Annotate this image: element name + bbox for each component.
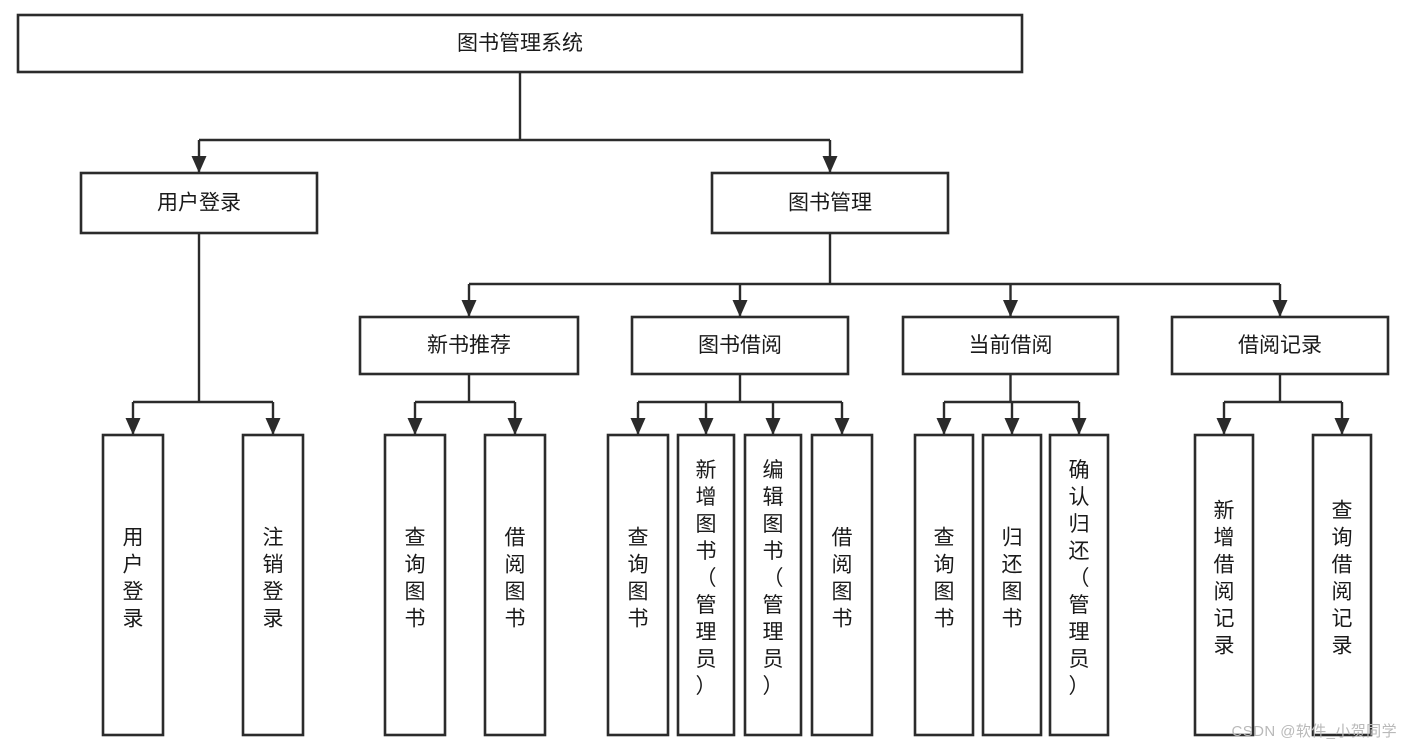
node-new-book-recommend[interactable]: 新书推荐 xyxy=(358,315,580,376)
node-leaf-user-login[interactable]: 用户登录 xyxy=(101,433,165,737)
node-leaf-add-book-admin[interactable]: 新增图书（管理员） xyxy=(676,433,736,737)
node-leaf-edit-book-admin[interactable]: 编辑图书（管理员） xyxy=(743,433,803,737)
node-label: 当前借阅 xyxy=(969,334,1053,357)
arrow-head-icon xyxy=(1272,300,1288,317)
node-leaf-borrow-book[interactable]: 借阅图书 xyxy=(810,433,874,737)
node-label: 确认归还（管理员） xyxy=(1069,459,1090,698)
node-box xyxy=(483,433,547,737)
node-box xyxy=(79,171,319,235)
node-label: 新增图书（管理员） xyxy=(696,459,717,698)
arrow-head-icon xyxy=(407,418,423,435)
arrow-head-icon xyxy=(191,156,207,173)
node-label: 编辑图书（管理员） xyxy=(763,459,784,698)
arrow-head-icon xyxy=(1004,418,1020,435)
arrow-head-icon xyxy=(834,418,850,435)
node-label: 图书管理系统 xyxy=(457,32,583,55)
arrow-head-icon xyxy=(507,418,523,435)
arrow-head-icon xyxy=(765,418,781,435)
node-box xyxy=(630,315,850,376)
node-label: 查询图书 xyxy=(934,527,955,631)
connector-group-user-login xyxy=(125,233,281,435)
nodes-layer: 图书管理系统用户登录图书管理新书推荐图书借阅当前借阅借阅记录用户登录注销登录查询… xyxy=(16,13,1390,737)
arrow-head-icon xyxy=(822,156,838,173)
node-root[interactable]: 图书管理系统 xyxy=(16,13,1024,74)
node-box xyxy=(101,433,165,737)
node-leaf-confirm-return-admin[interactable]: 确认归还（管理员） xyxy=(1048,433,1110,737)
node-box xyxy=(913,433,975,737)
node-box xyxy=(1311,433,1373,737)
node-label: 查询借阅记录 xyxy=(1332,500,1353,658)
node-label: 借阅记录 xyxy=(1238,334,1322,357)
node-label: 查询图书 xyxy=(405,527,426,631)
node-box xyxy=(981,433,1043,737)
node-box xyxy=(1170,315,1390,376)
connectors-layer xyxy=(125,72,1350,435)
arrow-head-icon xyxy=(630,418,646,435)
node-leaf-return-book[interactable]: 归还图书 xyxy=(981,433,1043,737)
node-label: 图书管理 xyxy=(788,192,872,215)
node-label: 新增借阅记录 xyxy=(1214,500,1235,658)
node-label: 归还图书 xyxy=(1002,527,1023,631)
node-leaf-user-logout[interactable]: 注销登录 xyxy=(241,433,305,737)
node-current-borrow[interactable]: 当前借阅 xyxy=(901,315,1120,376)
arrow-head-icon xyxy=(1071,418,1087,435)
node-borrow-record[interactable]: 借阅记录 xyxy=(1170,315,1390,376)
node-leaf-query-borrow-record[interactable]: 查询借阅记录 xyxy=(1311,433,1373,737)
node-label: 用户登录 xyxy=(157,192,241,215)
connector-group-book-borrow xyxy=(630,374,850,435)
node-box xyxy=(901,315,1120,376)
node-user-login[interactable]: 用户登录 xyxy=(79,171,319,235)
connector-group-root xyxy=(191,72,838,173)
node-box xyxy=(710,171,950,235)
connector-group-book-management xyxy=(461,233,1288,317)
watermark: CSDN @软件_小贺同学 xyxy=(1231,723,1397,740)
node-label: 借阅图书 xyxy=(832,527,853,631)
arrow-head-icon xyxy=(936,418,952,435)
node-leaf-borrow-book-recommend[interactable]: 借阅图书 xyxy=(483,433,547,737)
connector-group-borrow-record xyxy=(1216,374,1350,435)
node-box xyxy=(810,433,874,737)
arrow-head-icon xyxy=(698,418,714,435)
node-box xyxy=(676,433,736,737)
connector-group-current-borrow xyxy=(936,374,1087,435)
connector-group-new-book-recommend xyxy=(407,374,523,435)
arrow-head-icon xyxy=(125,418,141,435)
arrow-head-icon xyxy=(1216,418,1232,435)
arrow-head-icon xyxy=(461,300,477,317)
arrow-head-icon xyxy=(732,300,748,317)
node-leaf-query-book-current[interactable]: 查询图书 xyxy=(913,433,975,737)
arrow-head-icon xyxy=(265,418,281,435)
node-label: 注销登录 xyxy=(263,527,284,631)
arrow-head-icon xyxy=(1003,300,1018,317)
node-label: 图书借阅 xyxy=(698,334,782,357)
node-book-management[interactable]: 图书管理 xyxy=(710,171,950,235)
node-box xyxy=(241,433,305,737)
node-box xyxy=(606,433,670,737)
node-label: 新书推荐 xyxy=(427,334,511,357)
node-leaf-query-book-borrow[interactable]: 查询图书 xyxy=(606,433,670,737)
node-box xyxy=(1193,433,1255,737)
arrow-head-icon xyxy=(1334,418,1350,435)
node-leaf-add-borrow-record[interactable]: 新增借阅记录 xyxy=(1193,433,1255,737)
node-label: 借阅图书 xyxy=(505,527,526,631)
node-book-borrow[interactable]: 图书借阅 xyxy=(630,315,850,376)
node-label: 用户登录 xyxy=(123,527,144,631)
node-leaf-query-book-recommend[interactable]: 查询图书 xyxy=(383,433,447,737)
node-box xyxy=(743,433,803,737)
node-box xyxy=(383,433,447,737)
node-box xyxy=(16,13,1024,74)
node-box xyxy=(358,315,580,376)
node-label: 查询图书 xyxy=(628,527,649,631)
node-box xyxy=(1048,433,1110,737)
